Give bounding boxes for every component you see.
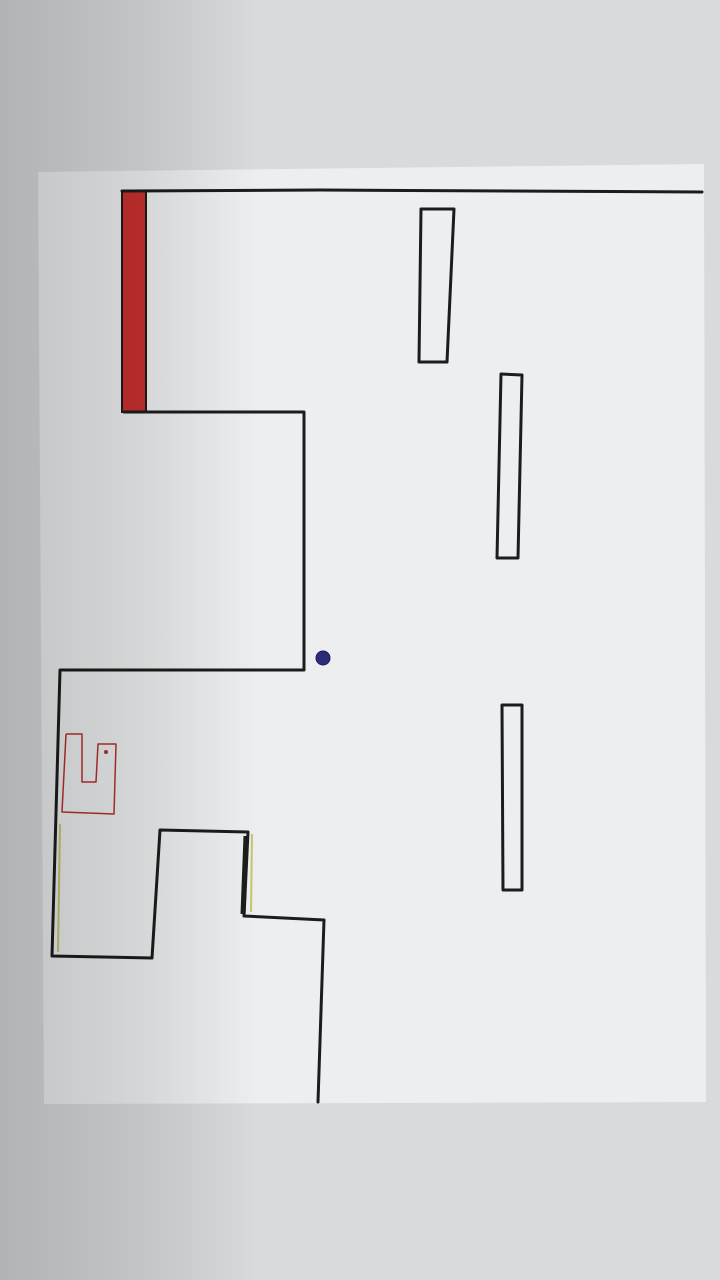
red-exit-dot <box>104 750 108 754</box>
level-outline-upper-step <box>50 410 326 1104</box>
floating-platform <box>417 207 456 364</box>
level-outline-top <box>120 188 704 194</box>
floating-platform <box>495 372 524 560</box>
yellow-marker-line <box>57 823 61 953</box>
player-dot <box>315 650 331 666</box>
yellow-marker-line <box>250 833 253 913</box>
paper-sheet <box>38 164 706 1104</box>
floating-platform <box>500 703 524 892</box>
red-wall <box>121 190 147 413</box>
red-exit-marker <box>61 733 117 815</box>
level-outline-notch <box>240 835 249 915</box>
